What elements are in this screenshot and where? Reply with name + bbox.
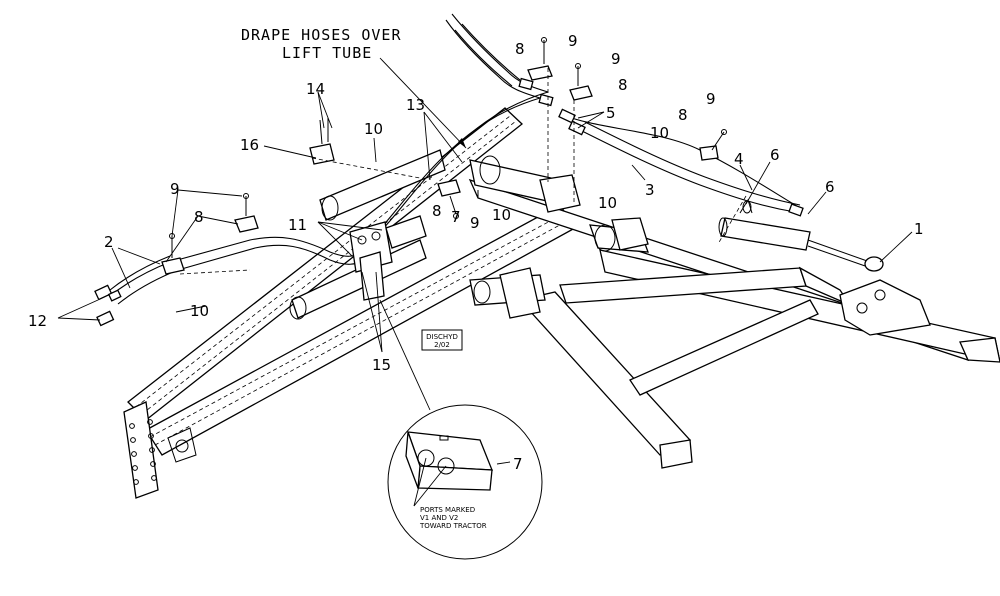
callout-8c: 8 (678, 106, 688, 124)
callout-9c: 9 (706, 90, 716, 108)
callout-10d: 10 (598, 194, 617, 212)
main-frame (123, 107, 1000, 499)
callout-9a: 9 (568, 32, 578, 50)
callout-9e: 9 (470, 214, 480, 232)
callout-8d: 8 (194, 208, 204, 226)
callout-5: 5 (606, 104, 616, 122)
callout-4: 4 (734, 150, 744, 168)
quick-coupler-fittings (94, 284, 122, 327)
ports-note-line2: V1 AND V2 (420, 514, 458, 522)
callout-10b: 10 (650, 124, 669, 142)
callout-6b: 6 (825, 178, 835, 196)
hose-clamp-brackets (161, 65, 719, 275)
callout-7b: 7 (513, 455, 523, 473)
drape-note-line1: DRAPE HOSES OVER (241, 26, 402, 44)
callout-14: 14 (306, 80, 325, 98)
ports-note-line3: TOWARD TRACTOR (419, 522, 487, 530)
callout-2: 2 (104, 233, 114, 251)
ports-note-line1: PORTS MARKED (420, 506, 475, 514)
drawing-code-line1: DISCHYD (426, 333, 458, 341)
hitch-holes (129, 419, 157, 485)
callout-15: 15 (372, 356, 391, 374)
callout-8a: 8 (515, 40, 525, 58)
callout-8b: 8 (618, 76, 628, 94)
callout-numbers: 1 2 3 4 5 6 6 7 7 8 8 8 8 8 9 9 9 9 9 10… (28, 32, 924, 473)
callout-10c: 10 (492, 206, 511, 224)
callout-13: 13 (406, 96, 425, 114)
hose-fittings-top (518, 77, 804, 217)
drawing-code-line2: 2/02 (434, 341, 450, 349)
detail-view-circle (379, 299, 543, 560)
callout-9d: 9 (170, 180, 180, 198)
callout-1: 1 (914, 220, 924, 238)
hydraulic-hoses (94, 13, 804, 327)
callout-12: 12 (28, 312, 47, 330)
callout-10e: 10 (190, 302, 209, 320)
bolts (169, 37, 727, 258)
hydraulic-cylinder (718, 198, 884, 272)
callout-8e: 8 (432, 202, 442, 220)
drawing-code-box (421, 329, 463, 351)
callout-16: 16 (240, 136, 259, 154)
drape-note-line2: LIFT TUBE (282, 44, 372, 62)
callout-9b: 9 (611, 50, 621, 68)
reference-dashes (179, 68, 747, 275)
valve-block-assembly (349, 215, 427, 301)
callout-leaders (57, 91, 913, 353)
valve-detail-block (405, 431, 493, 491)
callout-6a: 6 (770, 146, 780, 164)
callout-10a: 10 (364, 120, 383, 138)
callout-11: 11 (288, 216, 307, 234)
callout-3: 3 (645, 181, 655, 199)
callout-7a: 7 (451, 208, 461, 226)
